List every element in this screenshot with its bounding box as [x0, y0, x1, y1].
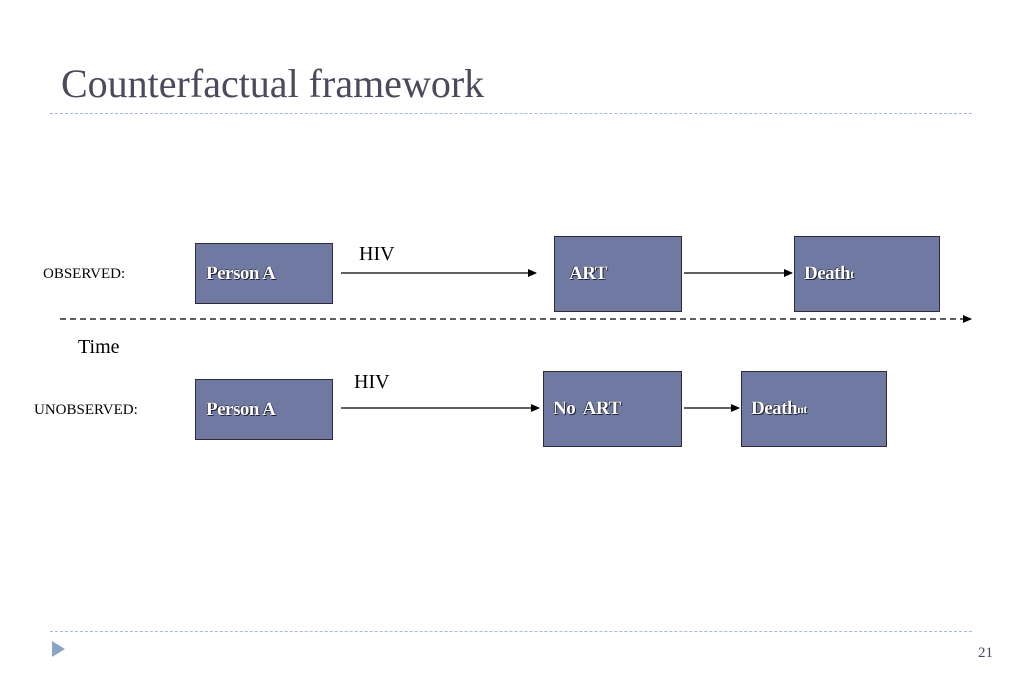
unobserved-node-no-art-text: No ART: [553, 398, 621, 419]
observed-node-art: ART: [554, 236, 682, 312]
unobserved-row-label: UNOBSERVED:: [34, 402, 138, 418]
unobserved-node-death-text: Death: [751, 398, 798, 419]
unobserved-edge-label: HIV: [354, 371, 390, 393]
observed-node-art-text: ART: [569, 263, 607, 284]
observed-row-label: OBSERVED:: [43, 266, 126, 282]
observed-node-person-a: Person A: [195, 243, 333, 304]
unobserved-node-person-a: Person A: [195, 379, 333, 440]
page-number: 21: [978, 645, 993, 661]
slide-title: Counterfactual framework: [61, 61, 485, 106]
time-axis-label: Time: [78, 336, 120, 358]
footer-divider: [50, 631, 972, 632]
unobserved-node-no-art: No ART: [543, 371, 682, 447]
observed-node-person-a-text: Person A: [206, 262, 276, 284]
observed-edge-label: HIV: [359, 243, 395, 265]
triangle-bullet-icon: [52, 641, 65, 657]
title-divider: [50, 113, 972, 114]
observed-node-death-text: Death: [804, 263, 851, 284]
unobserved-node-person-a-text: Person A: [206, 398, 276, 420]
